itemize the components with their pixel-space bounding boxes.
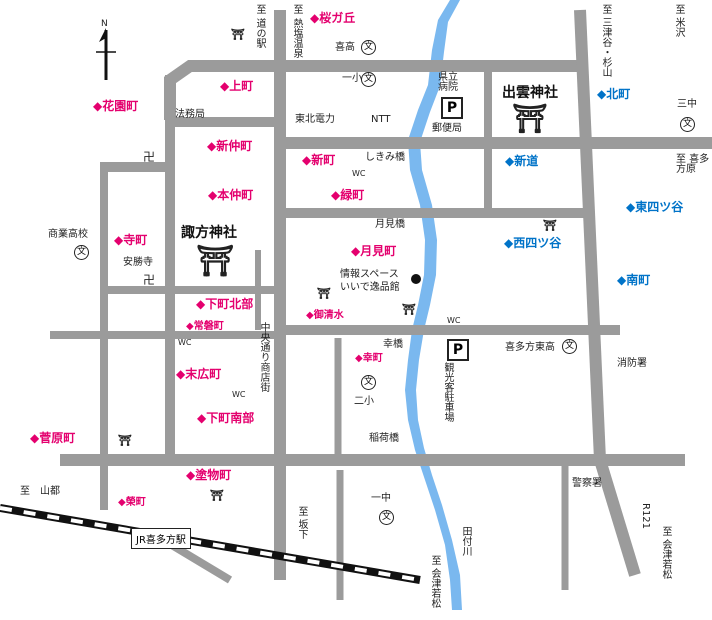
district-tokiwacho[interactable]: ◆常磐町 [186, 321, 224, 332]
ntt-label: NTT [371, 114, 391, 125]
chuo-dori-label[interactable]: 中央通り商店街 [258, 322, 269, 392]
keisatsusho-label: 警察署 [572, 478, 602, 489]
district-suehirocho[interactable]: ◆末広町 [176, 367, 222, 381]
wc-label: WC [232, 390, 246, 399]
kitakou-label: 喜高 [335, 42, 355, 53]
district-tsukimicho[interactable]: ◆月見町 [351, 244, 397, 258]
to-yonezawa: 至 米沢 [673, 4, 684, 38]
district-sugawaracho[interactable]: ◆菅原町 [30, 431, 76, 445]
anshoji-label: 安勝寺 [123, 257, 153, 268]
compass-label: N [101, 19, 108, 29]
kitakata-higashi-ko-label: 喜多方東高 [505, 342, 555, 353]
torii-icon: ⛩ [543, 219, 557, 232]
torii-icon: ⛩ [231, 28, 245, 41]
school-icon-higashi: 文 [562, 339, 577, 354]
kanko-chushajo-label: 観光客駐車場 [442, 362, 453, 422]
district-minamimachi[interactable]: ◆南町 [617, 273, 651, 287]
district-higashiyotsuya[interactable]: ◆東四ツ谷 [626, 200, 684, 214]
district-sakaemachi[interactable]: ◆榮町 [118, 497, 146, 508]
to-atsushio: 至 [291, 4, 302, 14]
parking-icon-tourist[interactable]: P [447, 339, 469, 361]
district-honnakamachi[interactable]: ◆本仲町 [208, 188, 254, 202]
yubinkyoku-label: 郵便局 [432, 123, 462, 134]
district-kamimachi[interactable]: ◆上町 [220, 79, 254, 93]
wc-label: WC [352, 169, 366, 178]
izumo-torii-icon: ⛩ [512, 102, 548, 135]
ichisho-label: 一小 [342, 73, 362, 84]
tohoku-denryoku-label: 東北電力 [295, 114, 335, 125]
suwa-torii-icon: ⛩ [196, 244, 235, 279]
r121-label: R121 [640, 503, 651, 530]
district-shinmichi[interactable]: ◆新道 [505, 154, 539, 168]
north-arrow [96, 28, 116, 80]
iide-ippinkan-label[interactable]: いいで逸品館 [340, 282, 400, 293]
school-icon-ichichu: 文 [379, 510, 394, 525]
kenritsu-byoin-label[interactable]: 県立病院 [438, 72, 458, 93]
saiwaibashi-label: 幸橋 [383, 339, 403, 350]
tagawa-label: 田付川 [460, 526, 471, 556]
to-mitsuya: 至 三津谷・杉山 [600, 4, 611, 78]
district-mishimizu[interactable]: ◆御清水 [306, 310, 344, 321]
torii-icon: ⛩ [118, 434, 132, 447]
district-sakuragaoka[interactable]: ◆桜ガ丘 [310, 11, 356, 25]
suwa-shrine-label[interactable]: 諏方神社 [181, 225, 237, 241]
to-michinoeki: 至 [254, 4, 265, 14]
district-nurimonocho[interactable]: ◆塗物町 [186, 468, 232, 482]
district-midoricho[interactable]: ◆緑町 [331, 188, 365, 202]
torii-icon: ⛩ [317, 287, 331, 300]
district-shinnakamachi[interactable]: ◆新仲町 [207, 139, 253, 153]
jr-kitakata-station[interactable]: JR喜多方駅 [131, 528, 191, 549]
shogyo-koko-label: 商業高校 [48, 229, 88, 240]
to-yamato: 至 山都 [20, 486, 60, 497]
district-saiwaicho[interactable]: ◆幸町 [355, 353, 383, 364]
district-shimomachi-minamibu[interactable]: ◆下町南部 [197, 411, 255, 425]
shikimibashi-label: しきみ橋 [365, 152, 405, 163]
joho-space-label[interactable]: 情報スペース [340, 269, 399, 280]
izumo-shrine-label[interactable]: 出雲神社 [502, 85, 558, 101]
school-icon-nisho: 文 [361, 375, 376, 390]
atsushio-onsen-label: 熱塩温泉 [291, 18, 302, 58]
shobosho-label: 消防署 [617, 358, 647, 369]
school-icon-kitakou: 文 [361, 40, 376, 55]
district-kitamachi[interactable]: ◆北町 [597, 87, 631, 101]
sanmai-label: 三中 [677, 99, 697, 110]
school-icon-shogyo: 文 [74, 245, 89, 260]
wc-label: WC [447, 316, 461, 325]
torii-icon: ⛩ [210, 489, 224, 502]
district-shimomachi-kitabu[interactable]: ◆下町北部 [196, 297, 254, 311]
inaribashi-label: 稲荷橋 [369, 433, 399, 444]
school-icon-ichisho: 文 [361, 72, 376, 87]
district-hanazonocho[interactable]: ◆花園町 [93, 99, 139, 113]
info-space-marker [411, 274, 421, 284]
houmukyoku-label: 法務局 [175, 109, 205, 120]
temple-icon: 卍 [143, 150, 156, 164]
jr-railway [0, 504, 421, 584]
district-shinmachi[interactable]: ◆新町 [302, 153, 336, 167]
torii-icon: ⛩ [402, 303, 416, 316]
to-aizuwakamatsu-2: 至 会津若松 [660, 526, 671, 580]
to-sakashita: 至 坂下 [296, 506, 307, 540]
to-kitakata-hara: 至 喜多方原 [676, 154, 710, 175]
roads [50, 9, 712, 600]
parking-icon-hospital[interactable]: P [441, 97, 463, 119]
michinoeki-label: 道の駅 [254, 18, 265, 48]
nisho-label: 二小 [354, 396, 374, 407]
district-teramachi[interactable]: ◆寺町 [114, 233, 148, 247]
temple-icon: 卍 [143, 273, 156, 287]
district-nishiyotsuya[interactable]: ◆西四ツ谷 [504, 236, 562, 250]
to-aizuwakamatsu-1: 至 会津若松 [429, 555, 440, 609]
ichichu-label: 一中 [371, 493, 391, 504]
school-icon-sanmai: 文 [680, 117, 695, 132]
tsukimibashi-label: 月見橋 [375, 219, 405, 230]
wc-label: WC [178, 338, 192, 347]
